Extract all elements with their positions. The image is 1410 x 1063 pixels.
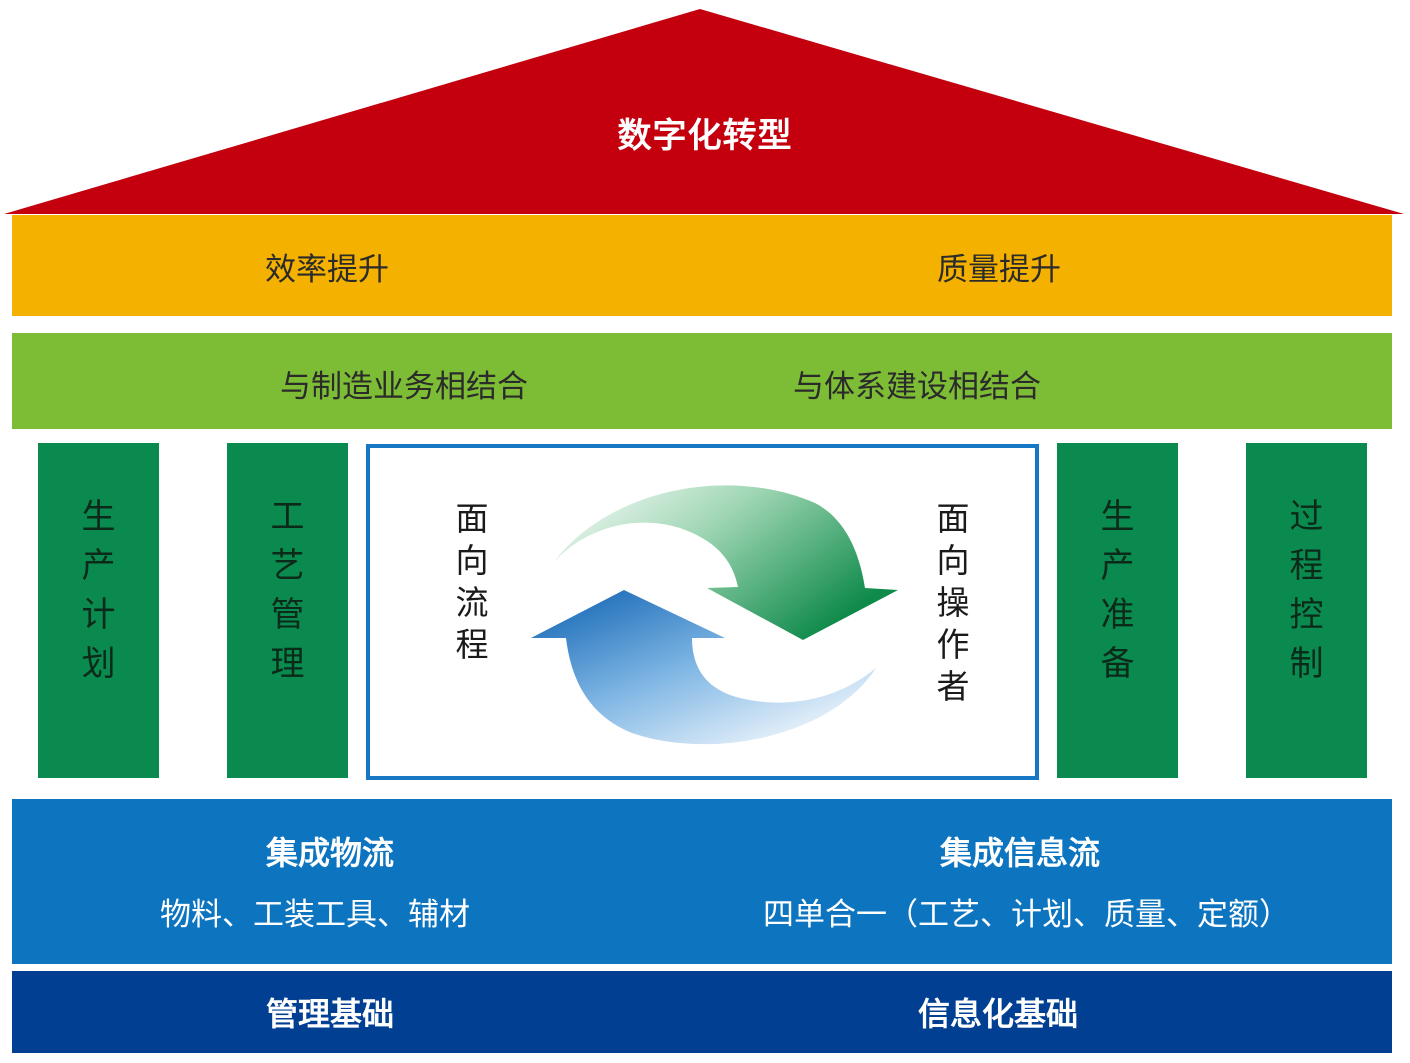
integration-band bbox=[12, 333, 1392, 429]
blue-arrow bbox=[531, 590, 876, 745]
pillar-label: 生产准备 bbox=[1100, 497, 1135, 684]
pillar-process-control: 过程控制 bbox=[1246, 443, 1367, 778]
integration-system: 与体系建设相结合 bbox=[793, 369, 1041, 405]
integration-manufacturing: 与制造业务相结合 bbox=[280, 369, 528, 405]
pillar-label: 过程控制 bbox=[1289, 497, 1324, 684]
cycle-arrows-icon bbox=[531, 485, 898, 745]
pillar-label: 生产计划 bbox=[81, 497, 116, 684]
pillar-label: 工艺管理 bbox=[270, 497, 305, 684]
flows-band bbox=[12, 799, 1392, 964]
roof-title: 数字化转型 bbox=[617, 116, 793, 156]
roof-shape bbox=[4, 9, 1404, 214]
center-right-label: 面向操作者 bbox=[936, 499, 970, 706]
center-left-label: 面向流程 bbox=[455, 499, 489, 664]
foundation-management: 管理基础 bbox=[266, 995, 395, 1033]
goal-efficiency: 效率提升 bbox=[265, 252, 389, 288]
pillar-process-management: 工艺管理 bbox=[227, 443, 348, 778]
center-panel: 面向流程 面向操作者 bbox=[366, 444, 1039, 780]
flow-material-detail: 物料、工装工具、辅材 bbox=[160, 897, 470, 933]
foundation-informatization: 信息化基础 bbox=[918, 995, 1079, 1033]
flow-information-detail: 四单合一（工艺、计划、质量、定额） bbox=[763, 897, 1290, 933]
goal-quality: 质量提升 bbox=[937, 252, 1061, 288]
green-arrow bbox=[554, 485, 898, 640]
pillar-production-preparation: 生产准备 bbox=[1057, 443, 1178, 778]
foundation-band bbox=[12, 971, 1392, 1053]
goals-band bbox=[12, 215, 1392, 316]
pillar-production-plan: 生产计划 bbox=[38, 443, 159, 778]
flow-material-title: 集成物流 bbox=[266, 834, 395, 872]
flow-information-title: 集成信息流 bbox=[940, 834, 1101, 872]
